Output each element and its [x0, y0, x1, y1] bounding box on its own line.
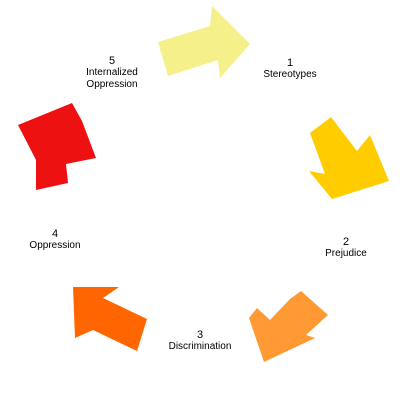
- step-text-prejudice: Prejudice: [325, 248, 367, 259]
- step-number-3: 3: [196, 329, 204, 341]
- arrow-step-4: [73, 287, 147, 351]
- step-label-5: 5 Internalized Oppression: [62, 55, 162, 91]
- arrow-step-5: [18, 103, 96, 190]
- arrow-step-3: [249, 291, 328, 362]
- arrow-step-1: [158, 6, 250, 78]
- step-text-stereotypes: Stereotypes: [263, 69, 317, 80]
- arrow-step-2: [309, 117, 389, 199]
- step-number-1: 1: [286, 57, 294, 69]
- step-label-3: 3 Discrimination: [150, 329, 250, 353]
- step-label-2: 2 Prejudice: [296, 236, 396, 260]
- step-label-1: 1 Stereotypes: [240, 57, 340, 81]
- step-number-5: 5: [108, 55, 116, 67]
- step-text-oppression-2: Oppression: [86, 79, 138, 90]
- step-text-discrimination: Discrimination: [168, 341, 232, 352]
- step-number-4: 4: [51, 228, 59, 240]
- step-label-4: 4 Oppression: [5, 228, 105, 252]
- step-text-oppression: Oppression: [29, 240, 81, 251]
- step-text-internalized: Internalized: [86, 67, 138, 78]
- step-number-2: 2: [342, 236, 350, 248]
